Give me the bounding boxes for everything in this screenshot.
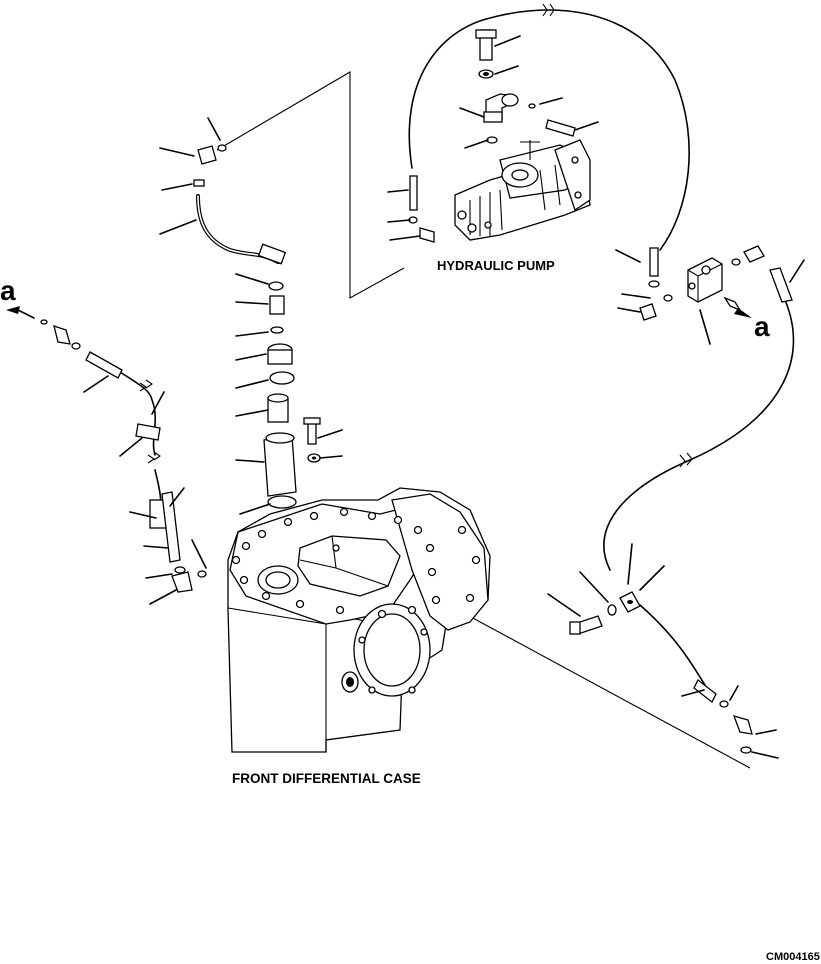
right-hose-line — [603, 299, 795, 686]
left-fittings — [6, 306, 207, 593]
pump-hose-loop — [408, 3, 690, 251]
hydraulic-pump — [454, 139, 591, 241]
drawing-number: CM004165 — [766, 951, 820, 963]
left-callouts — [83, 375, 207, 605]
bottom-right-fittings — [569, 591, 753, 754]
pump-callouts — [387, 35, 599, 241]
left-hose-line — [119, 371, 162, 516]
connector-mark-right: a — [754, 311, 770, 342]
front-differential-case-label: FRONT DIFFERENTIAL CASE — [232, 771, 421, 786]
reference-lines — [216, 71, 751, 769]
center-callouts — [159, 117, 343, 515]
center-fitting-stack — [193, 144, 321, 509]
bottom-right-callouts — [547, 543, 779, 759]
hydraulic-pump-label: HYDRAULIC PUMP — [437, 258, 555, 273]
front-differential-case — [227, 487, 491, 753]
connector-mark-left: a — [0, 275, 16, 306]
pump-fittings — [408, 29, 576, 243]
valve-block — [615, 245, 805, 345]
